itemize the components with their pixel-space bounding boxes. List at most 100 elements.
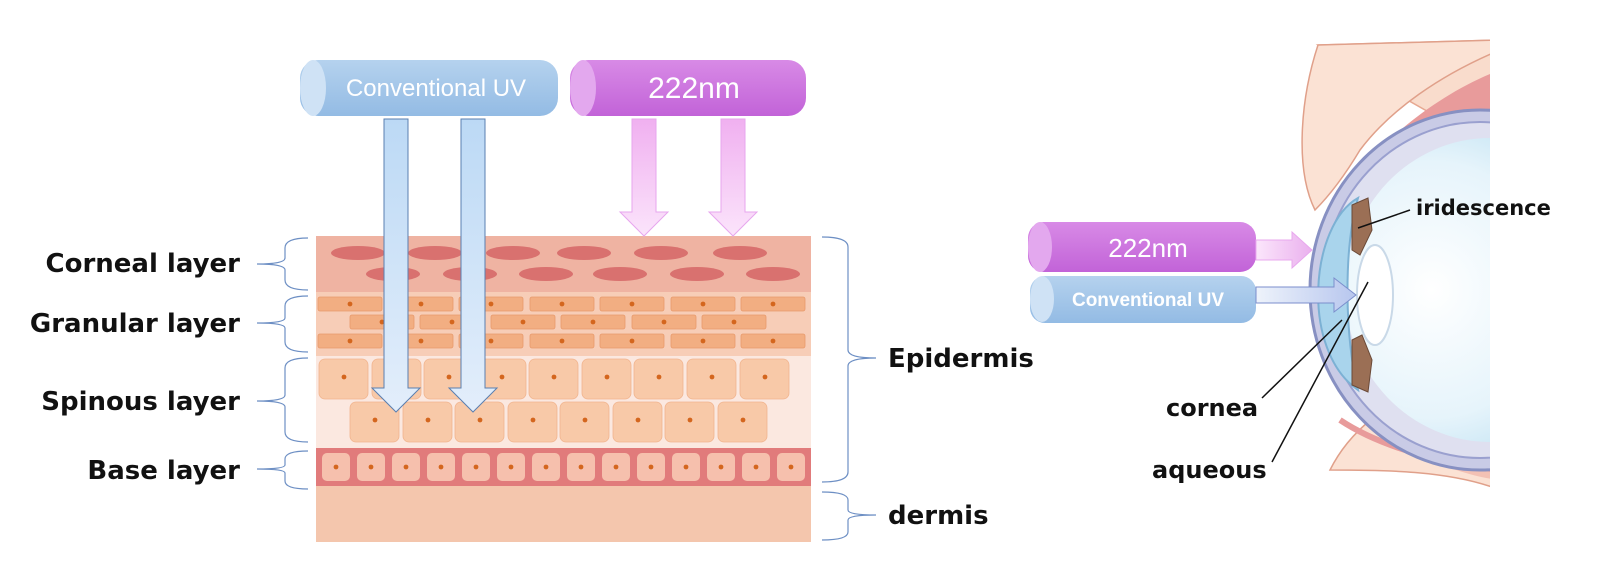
cell-nucleus (508, 464, 514, 470)
granular-layer-label: Granular layer (30, 309, 240, 339)
eye-conventional-uv-source: Conventional UV (1030, 276, 1256, 323)
dermis-label: dermis (888, 501, 989, 531)
cell-nucleus (762, 374, 768, 380)
cell-nucleus (418, 301, 424, 307)
cell-nucleus (347, 338, 353, 344)
dermis-band (316, 486, 811, 542)
cell-nucleus (718, 464, 724, 470)
cell-nucleus (661, 319, 667, 325)
corneal-cell (593, 267, 647, 281)
cell-nucleus (635, 417, 641, 423)
cell-nucleus (648, 464, 654, 470)
cornea-leader-line (1261, 319, 1343, 399)
cell-nucleus (629, 301, 635, 307)
skin-section (316, 236, 811, 542)
spinous-layer-bracket (256, 357, 309, 443)
cell-nucleus (753, 464, 759, 470)
aqueous-leader-line (1271, 281, 1369, 463)
cell-nucleus (368, 464, 374, 470)
far-uvc-label: 222nm (648, 72, 740, 105)
epidermis-label: Epidermis (888, 344, 1034, 374)
cell-nucleus (372, 417, 378, 423)
cell-nucleus (629, 338, 635, 344)
conventional-uv-arrow-2 (447, 118, 499, 413)
cell-nucleus (551, 374, 557, 380)
cell-nucleus (446, 374, 452, 380)
epidermis-bracket (821, 236, 877, 483)
cell-nucleus (488, 338, 494, 344)
cell-nucleus (683, 464, 689, 470)
far-uvc-arrow-2 (707, 118, 759, 237)
cell-nucleus (559, 301, 565, 307)
cell-nucleus (788, 464, 794, 470)
base-layer-bracket (256, 450, 309, 490)
cell-nucleus (488, 301, 494, 307)
far-uvc-arrow-1 (618, 118, 670, 237)
cell-nucleus (590, 319, 596, 325)
cell-nucleus (582, 417, 588, 423)
cell-nucleus (709, 374, 715, 380)
cell-nucleus (530, 417, 536, 423)
cell-nucleus (578, 464, 584, 470)
cell-nucleus (379, 319, 385, 325)
base-layer-label: Base layer (87, 456, 240, 486)
spinous-layer-label: Spinous layer (41, 387, 240, 417)
cell-nucleus (425, 417, 431, 423)
corneal-layer-label: Corneal layer (46, 249, 241, 279)
eye-conventional-uv-arrow (1255, 276, 1357, 314)
cell-nucleus (731, 319, 737, 325)
corneal-cell (519, 267, 573, 281)
cell-nucleus (403, 464, 409, 470)
cell-nucleus (347, 301, 353, 307)
cell-nucleus (438, 464, 444, 470)
cell-nucleus (604, 374, 610, 380)
conventional-uv-label: Conventional UV (346, 75, 526, 102)
cell-nucleus (770, 338, 776, 344)
cell-nucleus (520, 319, 526, 325)
corneal-cell (557, 246, 611, 260)
cell-nucleus (700, 338, 706, 344)
cell-nucleus (333, 464, 339, 470)
corneal-cell (634, 246, 688, 260)
corneal-cell (408, 246, 462, 260)
cell-nucleus (449, 319, 455, 325)
corneal-cells (331, 246, 800, 281)
corneal-cell (486, 246, 540, 260)
far-uvc-source: 222nm (570, 60, 806, 116)
eye-far-uvc-source: 222nm (1028, 222, 1256, 272)
cell-nucleus (740, 417, 746, 423)
lens-shape (1356, 244, 1394, 346)
corneal-cell (713, 246, 767, 260)
cell-nucleus (473, 464, 479, 470)
dermis-bracket (821, 491, 877, 541)
eye-illustration (1301, 39, 1490, 488)
eye-far-uvc-label: 222nm (1108, 233, 1188, 263)
eye-far-uvc-arrow (1255, 230, 1313, 270)
cell-nucleus (499, 374, 505, 380)
cell-nucleus (687, 417, 693, 423)
cell-nucleus (700, 301, 706, 307)
iris-label: iridescence (1416, 196, 1551, 220)
corneal-cell (331, 246, 385, 260)
conventional-uv-source: Conventional UV (300, 60, 558, 116)
cell-nucleus (341, 374, 347, 380)
cell-nucleus (477, 417, 483, 423)
cell-nucleus (656, 374, 662, 380)
corneal-layer-bracket (256, 237, 309, 291)
cell-nucleus (559, 338, 565, 344)
eye-conventional-uv-label: Conventional UV (1072, 290, 1224, 311)
cell-nucleus (418, 338, 424, 344)
corneal-cell (670, 267, 724, 281)
cell-nucleus (613, 464, 619, 470)
cell-nucleus (770, 301, 776, 307)
eyeball-interior (1345, 138, 1490, 442)
cornea-label: cornea (1166, 394, 1258, 422)
corneal-cell (746, 267, 800, 281)
granular-layer-bracket (256, 295, 309, 353)
base-layer-band (316, 448, 811, 486)
aqueous-label: aqueous (1152, 456, 1267, 484)
conventional-uv-arrow-1 (370, 118, 422, 413)
cell-nucleus (543, 464, 549, 470)
iris-leader-line (1357, 209, 1411, 229)
